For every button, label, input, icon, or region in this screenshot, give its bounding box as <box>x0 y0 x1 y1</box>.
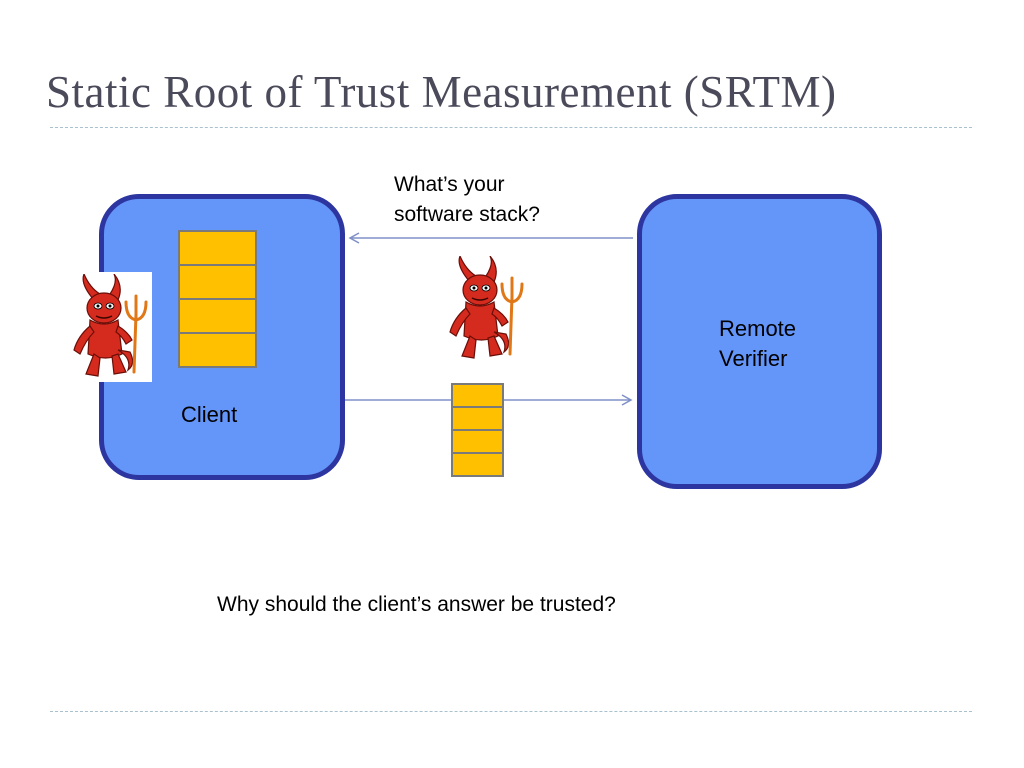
request-question: What’s your software stack? <box>394 170 624 230</box>
stack-layer <box>178 230 257 266</box>
remote-verifier-box <box>637 194 882 489</box>
question-line1: What’s your <box>394 173 505 196</box>
client-label: Client <box>181 402 238 427</box>
devil-icon <box>73 274 148 377</box>
slide-title: Static Root of Trust Measurement (SRTM) <box>46 67 837 117</box>
question-line2: software stack? <box>394 203 540 226</box>
stack-layer <box>451 406 504 431</box>
top-divider <box>50 127 972 128</box>
verifier-label-line2: Verifier <box>719 346 788 371</box>
trust-question: Why should the client’s answer be truste… <box>217 593 616 616</box>
response-software-stack <box>451 383 504 477</box>
remote-verifier-label: Remote Verifier <box>719 314 839 374</box>
stack-layer <box>451 452 504 477</box>
devil-icon <box>449 256 524 359</box>
client-software-stack <box>178 230 257 368</box>
bottom-divider <box>50 711 972 712</box>
stack-layer <box>451 429 504 454</box>
verifier-label-line1: Remote <box>719 316 797 341</box>
stack-layer <box>178 332 257 368</box>
stack-layer <box>451 383 504 408</box>
